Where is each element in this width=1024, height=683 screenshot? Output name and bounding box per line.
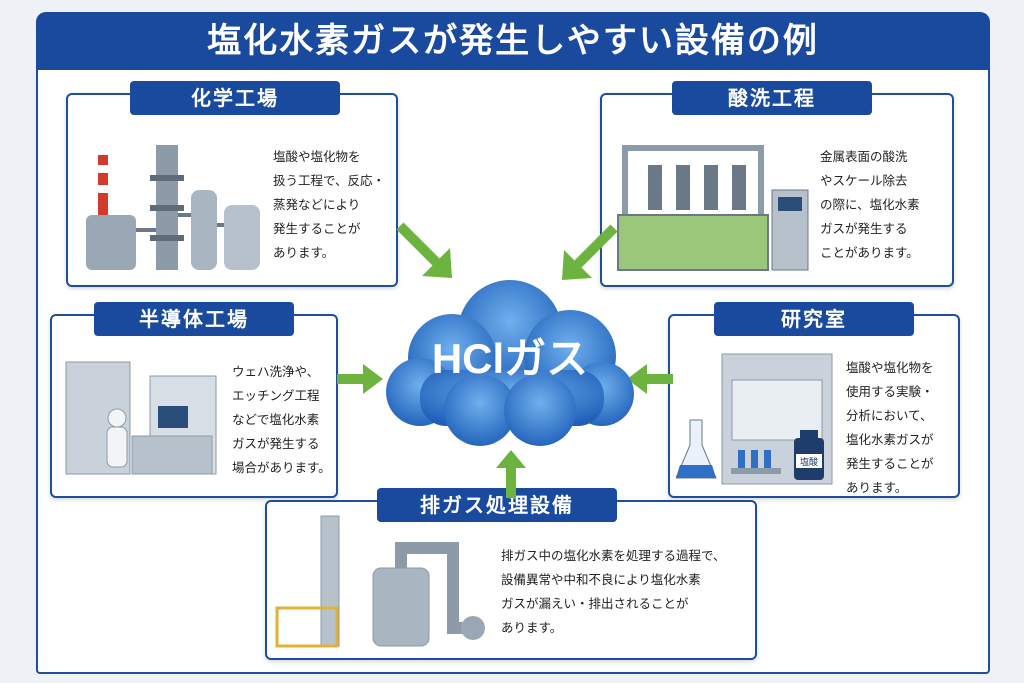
chemical-plant-illustration [86,145,260,270]
lab-illustration: 塩酸 [676,353,833,485]
card-title: 酸洗工程 [672,81,872,115]
card-title: 半導体工場 [94,302,294,336]
card-laboratory: 研究室 塩酸 塩酸や塩化物を 使用する実験・ 分析において、 塩化水素ガスが 発… [668,302,960,498]
card-title: 化学工場 [130,81,340,115]
card-description: 金属表面の酸洗 やスケール除去 の際に、塩化水素 ガスが発生する ことがあります… [820,149,920,260]
cleanroom-illustration [65,361,217,475]
hcl-gas-label: HClガス [431,335,589,382]
card-semiconductor-plant: 半導体工場 ウェハ洗浄や、 エッチング工程 などで塩化水素 ガスが発生する 場合… [50,302,338,498]
hcl-gas-cloud: HClガス [380,270,640,460]
card-title: 研究室 [714,302,914,336]
card-description: 塩酸や塩化物を 使用する実験・ 分析において、 塩化水素ガスが 発生することが … [846,360,934,495]
arrow-chemical-to-hcl [396,222,452,278]
card-description: ウェハ洗浄や、 エッチング工程 などで塩化水素 ガスが発生する 場合があります。 [232,364,331,475]
card-description: 排ガス中の塩化水素を処理する過程で、 設備異常や中和不良により塩化水素 ガスが漏… [501,548,726,635]
arrow-exhaust-to-hcl [496,450,526,498]
exhaust-system-illustration [275,515,485,648]
arrow-semiconductor-to-hcl [337,364,383,394]
card-exhaust-treatment: 排ガス処理設備 排ガス中の塩化水素を処理する過程で、 設備異常や中和不良により塩… [265,488,757,660]
arrow-lab-to-hcl [627,364,673,394]
card-title: 排ガス処理設備 [377,488,617,522]
arrow-pickling-to-hcl [562,224,618,280]
cloud-shape [386,280,634,446]
card-pickling-process: 酸洗工程 金属表面の酸洗 やスケール除去 の際に、塩化水素 ガスが発生する こと… [600,81,954,287]
bottle-label: 塩酸 [800,456,818,468]
card-description: 塩酸や塩化物を 扱う工程で、反応・ 蒸発などにより 発生することが あります。 [273,149,386,260]
pickling-tank-illustration [617,145,809,271]
page-title: 塩化水素ガスが発生しやすい設備の例 [36,12,990,70]
card-chemical-plant: 化学工場 塩酸や塩化物を 扱う工程で、反応・ 蒸発などにより 発生することが あ… [66,81,398,287]
